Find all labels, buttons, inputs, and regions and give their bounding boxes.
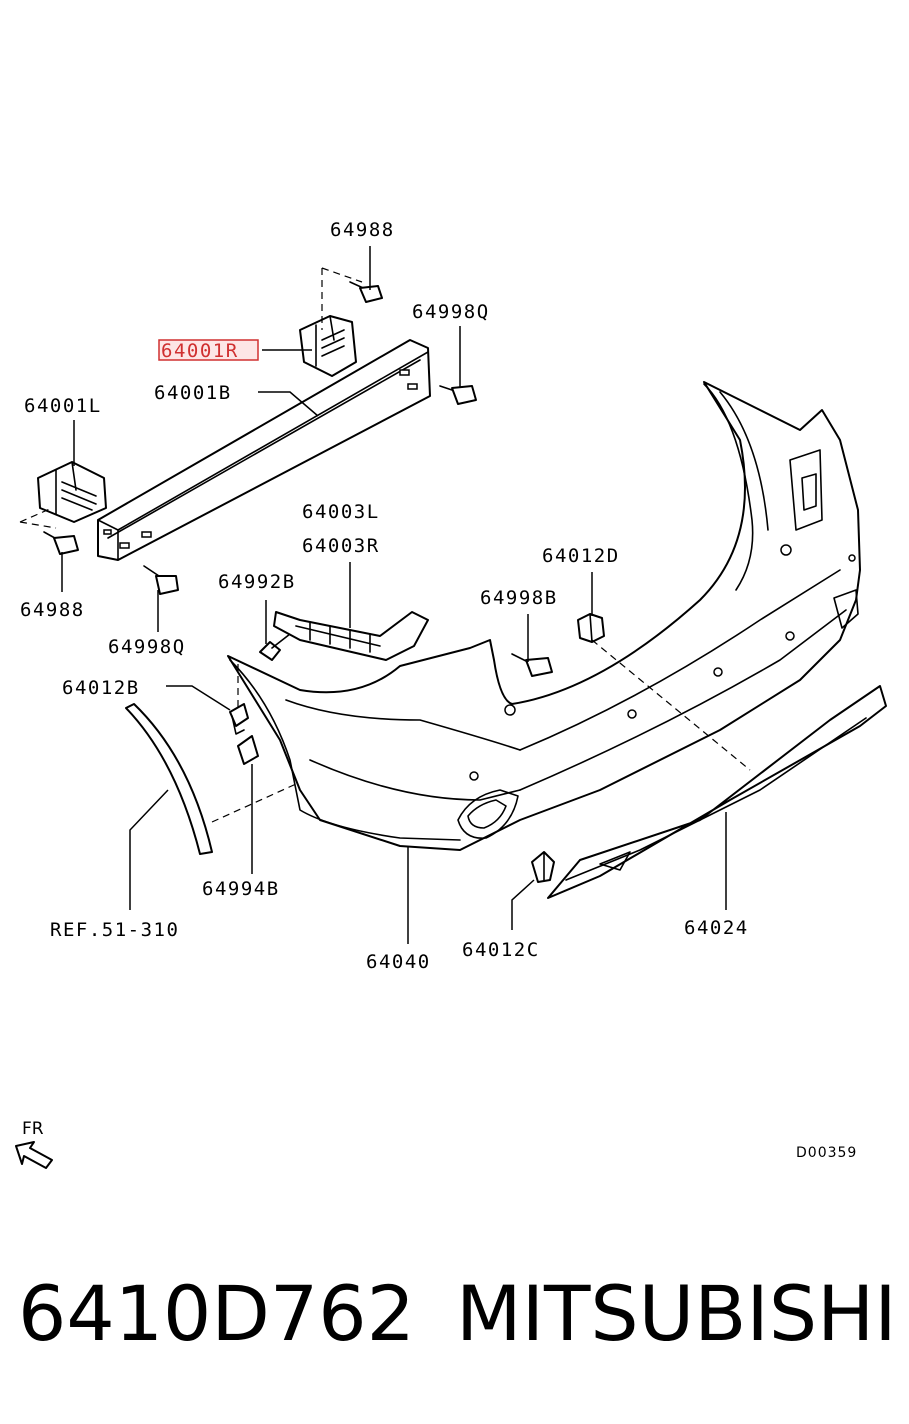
label-support-l[interactable]: 64003L [302,501,380,523]
label-bolt-top-right[interactable]: 64998Q [412,301,490,323]
screw[interactable] [259,633,291,661]
label-bolt-left[interactable]: 64988 [20,599,85,621]
clip-left[interactable] [229,703,249,735]
wheel-arch-molding[interactable] [125,703,213,855]
clip-lower[interactable] [531,851,555,883]
label-nut[interactable]: 64994B [202,878,280,900]
label-highlight-box [158,339,259,361]
nut[interactable] [237,735,259,765]
front-arrow-icon [15,1141,53,1169]
bolt-left[interactable] [43,531,79,555]
diagram-code: D00359 [796,1145,857,1161]
bracket-right[interactable] [299,267,363,377]
reinforcement-bar[interactable] [97,339,431,561]
bolt-top-right[interactable] [439,385,477,405]
footer-brand: MITSUBISHI [456,1269,897,1358]
label-lower-garnish[interactable]: 64024 [684,917,749,939]
front-indicator: FR [15,1119,53,1169]
label-bracket-right[interactable]: 64001R [161,340,239,362]
bolt-mid[interactable] [511,653,553,677]
label-bolt-mid[interactable]: 64998B [480,587,558,609]
leader-lines [61,246,727,944]
lower-garnish[interactable] [547,685,887,899]
bolt-top[interactable] [349,281,383,303]
label-bracket-left[interactable]: 64001L [24,395,102,417]
label-reinforcement[interactable]: 64001B [154,382,232,404]
footer-part-number: 6410D762 [18,1269,415,1358]
label-screw[interactable]: 64992B [218,571,296,593]
label-clip-left[interactable]: 64012B [62,677,140,699]
label-bumper-cover[interactable]: 64040 [366,951,431,973]
label-clip-lower[interactable]: 64012C [462,939,540,961]
label-support-r[interactable]: 64003R [302,535,380,557]
clip-upper-right[interactable] [577,613,605,643]
bolt-reinf-lower[interactable] [143,565,179,595]
label-clip-upper-right[interactable]: 64012D [542,545,620,567]
label-bolt-top[interactable]: 64988 [330,219,395,241]
label-bolt-reinf-lower[interactable]: 64998Q [108,636,186,658]
bracket-left[interactable] [19,461,107,529]
bumper-cover[interactable] [211,381,861,851]
label-ref[interactable]: REF.51-310 [50,919,179,941]
front-indicator-label: FR [22,1119,44,1139]
bumper-support[interactable] [273,611,429,661]
